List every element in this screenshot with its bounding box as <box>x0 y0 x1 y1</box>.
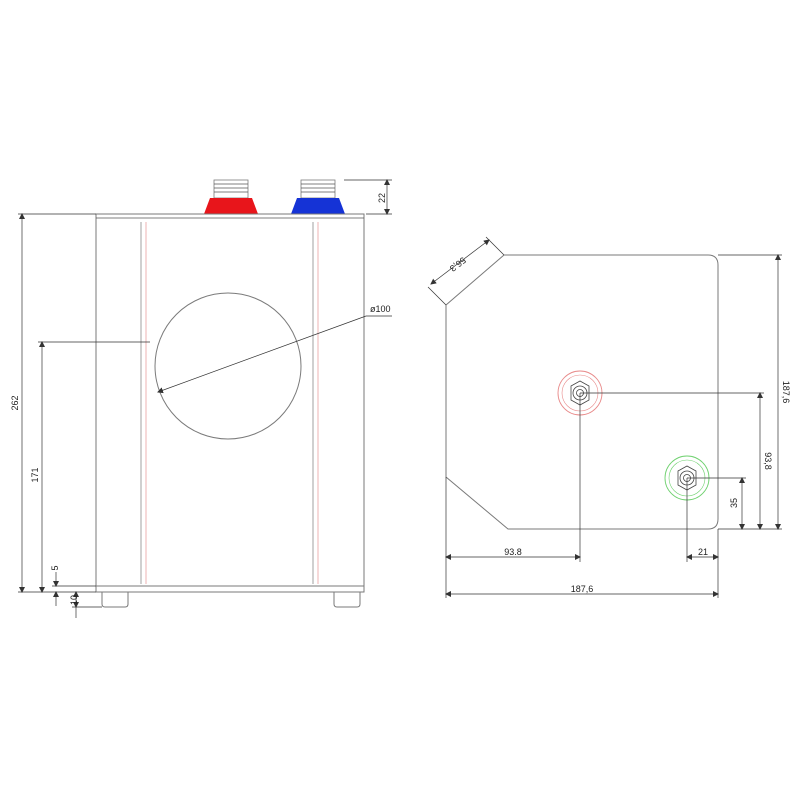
foot-left <box>101 591 129 608</box>
cold-offset-y-label: 35 <box>729 498 739 508</box>
top-outline <box>445 254 719 530</box>
foot-right <box>333 591 361 608</box>
heater-body <box>95 213 365 587</box>
heater-base <box>95 585 365 593</box>
front-view: ø100 22 262 171 5 10 <box>10 179 392 618</box>
cold-offset-x-label: 21 <box>698 547 708 557</box>
cold-water-connector <box>291 179 345 214</box>
top-view: 56,3 187,6 93,8 35 <box>427 236 791 598</box>
width-label: 187,6 <box>571 584 594 594</box>
foot-height-label: 10 <box>69 595 79 605</box>
side-rails <box>140 222 319 584</box>
hot-water-connector <box>204 179 258 214</box>
front-circle <box>154 292 302 440</box>
depth-label: 187,6 <box>781 381 791 404</box>
connector-height-label: 22 <box>377 193 387 203</box>
total-height-label: 262 <box>10 395 20 410</box>
chamfer-label: 56,3 <box>448 255 468 274</box>
center-height-label: 171 <box>30 467 40 482</box>
circle-diameter-label: ø100 <box>370 304 391 314</box>
base-gap-label: 5 <box>50 565 60 570</box>
hot-offset-y-label: 93,8 <box>763 452 773 470</box>
hot-offset-x-label: 93.8 <box>504 547 522 557</box>
